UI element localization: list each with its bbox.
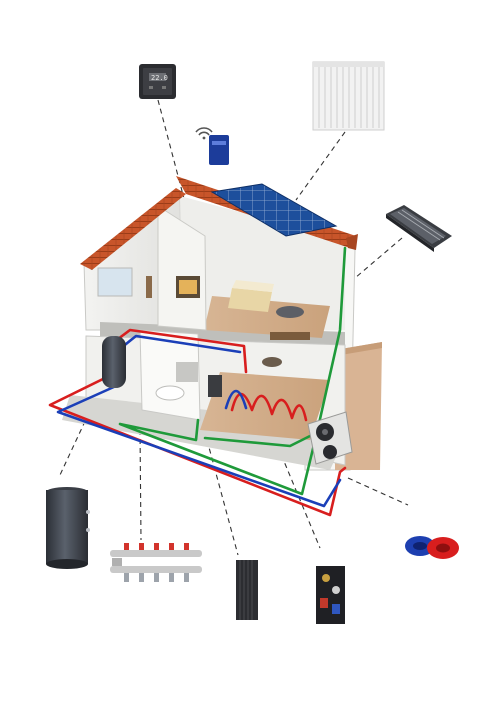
leader-manifold	[139, 429, 142, 541]
armchair	[276, 306, 304, 318]
person-figure	[146, 276, 152, 298]
bathtub	[155, 385, 185, 401]
heat-pump-icon	[307, 411, 353, 465]
thermostat-icon: 22.0	[139, 64, 176, 99]
storage-tank-in-house	[102, 336, 126, 388]
bed	[228, 288, 272, 312]
hydraulic-module-icon	[316, 566, 345, 624]
gable-window	[97, 267, 133, 297]
left-roof-slope	[80, 188, 186, 270]
leader-trench-convector	[354, 237, 403, 279]
storage-tank-icon	[46, 487, 90, 569]
towel-radiator	[176, 362, 198, 382]
underfloor-heating-loops	[224, 389, 308, 422]
chair	[262, 357, 282, 367]
glycol-return	[203, 434, 312, 448]
roof	[80, 176, 358, 270]
solar-panels-icon	[210, 183, 338, 237]
house-cutaway	[62, 195, 382, 471]
manifold-icon	[110, 543, 202, 582]
leader-vertical-radiator	[206, 439, 239, 556]
pipe-coils-icon	[405, 536, 459, 559]
sofa	[270, 332, 310, 340]
thermostat-display: 22.0	[151, 74, 168, 82]
vertical-radiator-icon	[236, 560, 258, 620]
panel-radiator-icon	[312, 61, 385, 131]
leader-pipe-coils	[347, 477, 409, 506]
glycol-pipe	[118, 246, 347, 496]
wifi-controller-icon	[195, 127, 229, 165]
leader-panel-radiator	[295, 131, 346, 201]
trench-convector-icon	[386, 205, 452, 252]
wall-unit	[208, 375, 222, 397]
